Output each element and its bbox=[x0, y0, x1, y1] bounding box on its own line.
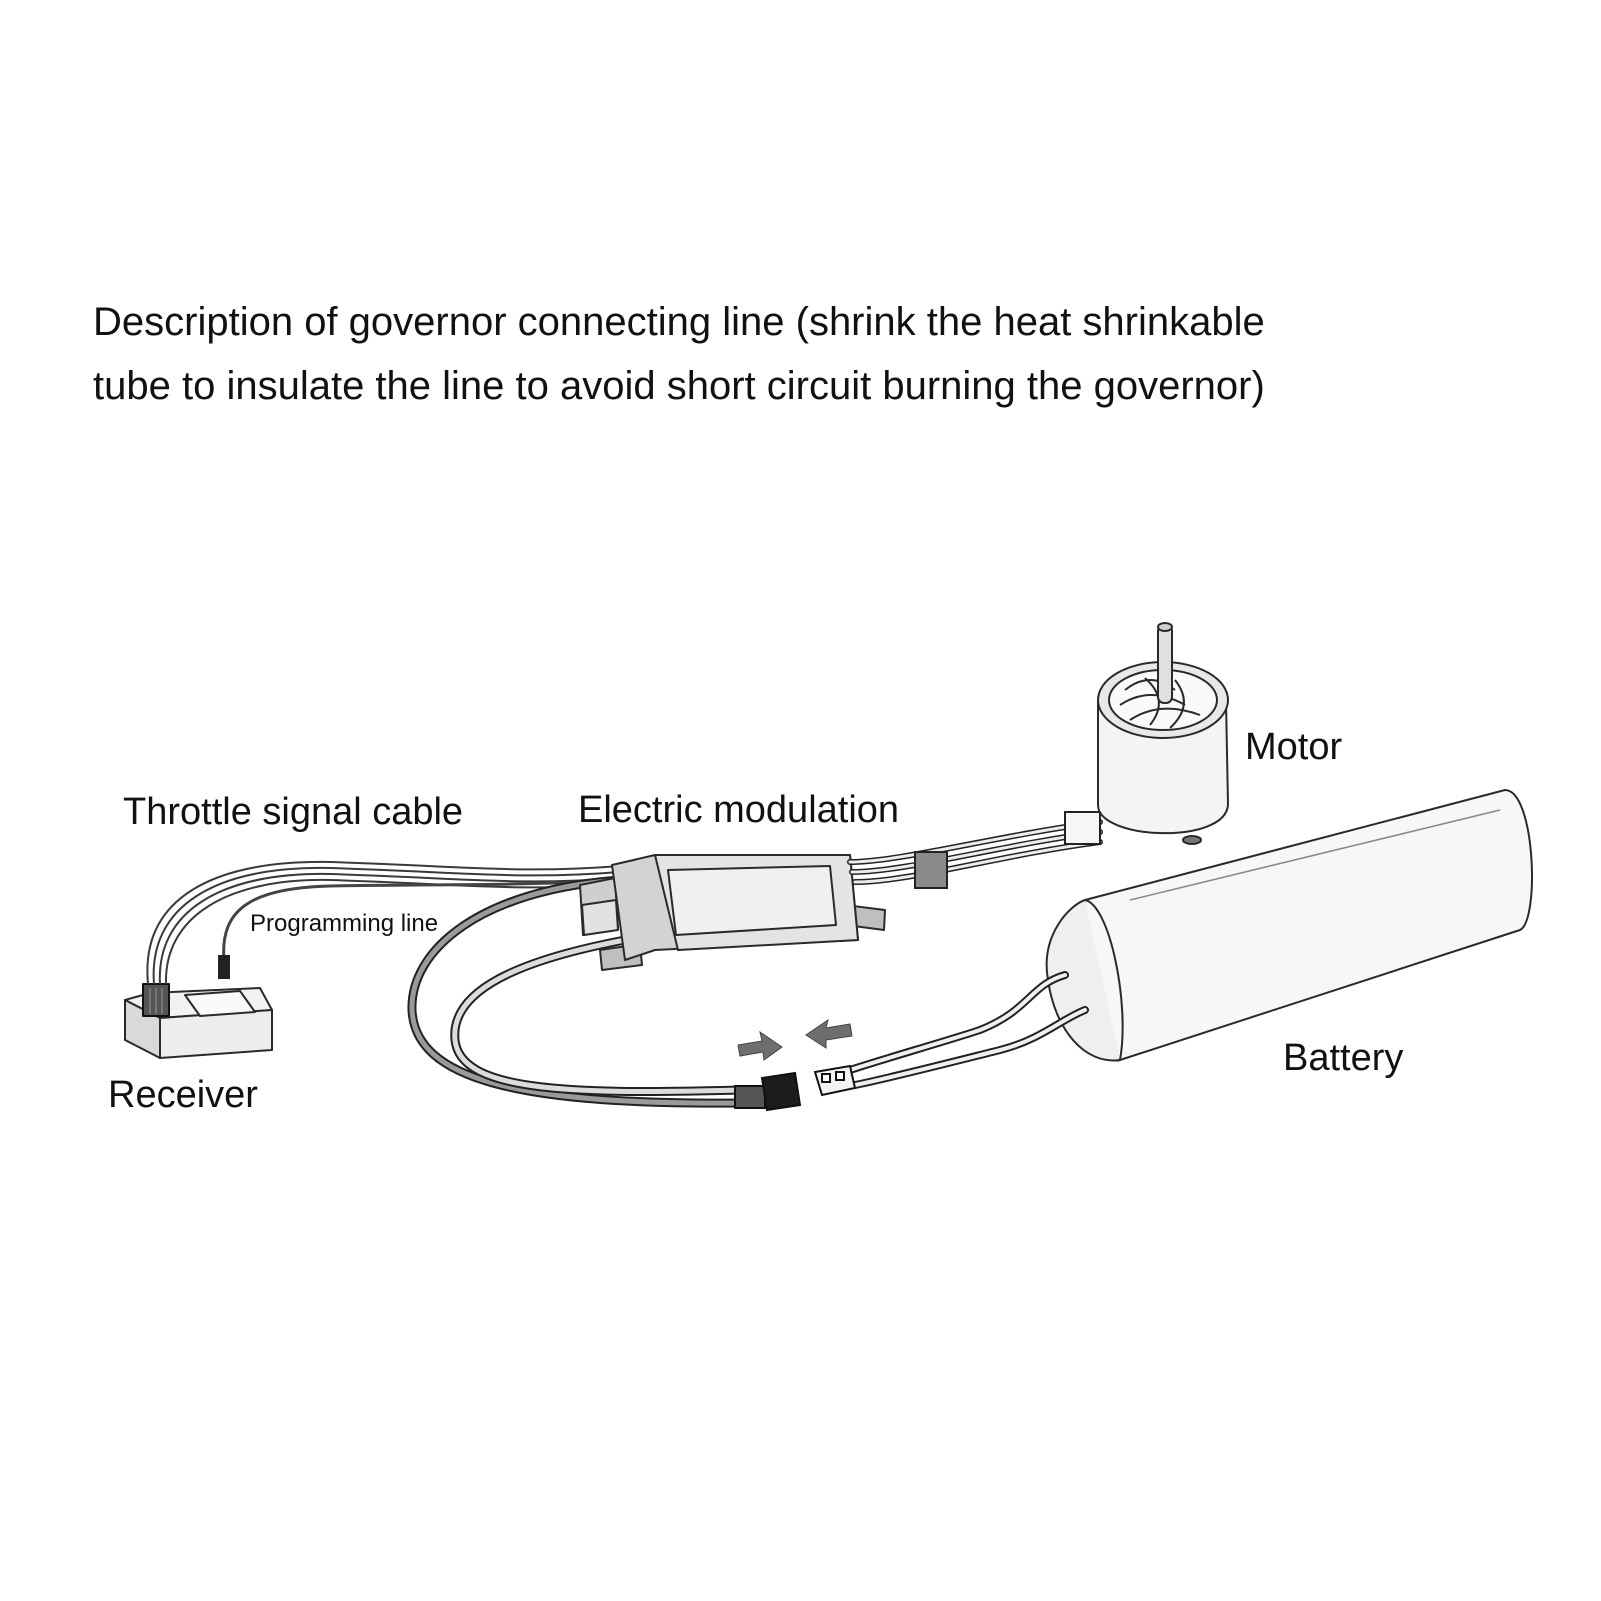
throttle-signal-cable bbox=[146, 860, 621, 985]
battery-label: Battery bbox=[1283, 1037, 1404, 1079]
motor-leads bbox=[847, 811, 1103, 889]
esc-connector bbox=[734, 1071, 802, 1112]
battery-illustration bbox=[1045, 789, 1533, 1062]
description-line-2: tube to insulate the line to avoid short… bbox=[93, 364, 1265, 408]
description: Description of governor connecting line … bbox=[93, 290, 1513, 418]
throttle-signal-cable-label: Throttle signal cable bbox=[123, 791, 464, 833]
receiver-label: Receiver bbox=[108, 1074, 258, 1116]
programming-line-label: Programming line bbox=[250, 910, 439, 937]
electric-modulation-label: Electric modulation bbox=[578, 789, 900, 831]
connect-arrows bbox=[737, 1018, 853, 1061]
esc-illustration bbox=[579, 854, 886, 971]
programming-line bbox=[218, 878, 621, 979]
description-line-1: Description of governor connecting line … bbox=[93, 300, 1265, 344]
esc-power-leads bbox=[407, 875, 745, 1108]
arrow-right-icon bbox=[737, 1030, 783, 1061]
battery-connector bbox=[813, 1064, 857, 1097]
motor-illustration bbox=[1097, 622, 1229, 845]
arrow-left-icon bbox=[805, 1018, 853, 1049]
receiver-illustration bbox=[124, 983, 273, 1059]
battery-leads bbox=[846, 971, 1089, 1089]
motor-label: Motor bbox=[1245, 726, 1343, 768]
